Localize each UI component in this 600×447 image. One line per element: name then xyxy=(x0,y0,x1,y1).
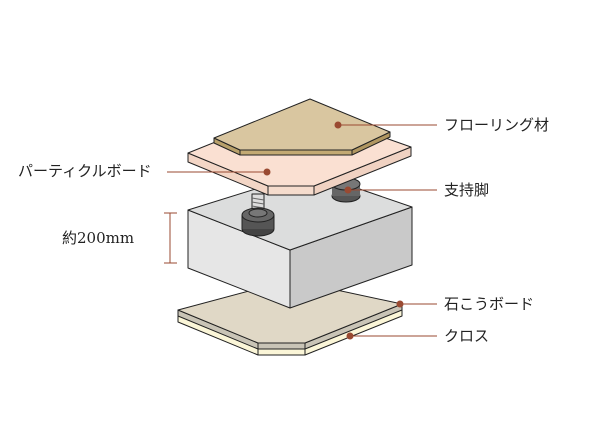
label-flooring: フローリング材 xyxy=(444,116,550,134)
support-leg-left xyxy=(241,193,275,237)
label-support-leg: 支持脚 xyxy=(444,181,490,199)
label-cloth: クロス xyxy=(444,327,490,345)
label-gypsum-board: 石こうボード xyxy=(444,295,535,313)
flooring-shape xyxy=(213,98,391,156)
label-height: 約200mm xyxy=(62,229,135,247)
gypsum-board-and-cloth xyxy=(177,279,403,356)
label-particle-board: パーティクルボード xyxy=(18,162,152,180)
leader-lines xyxy=(164,121,437,340)
